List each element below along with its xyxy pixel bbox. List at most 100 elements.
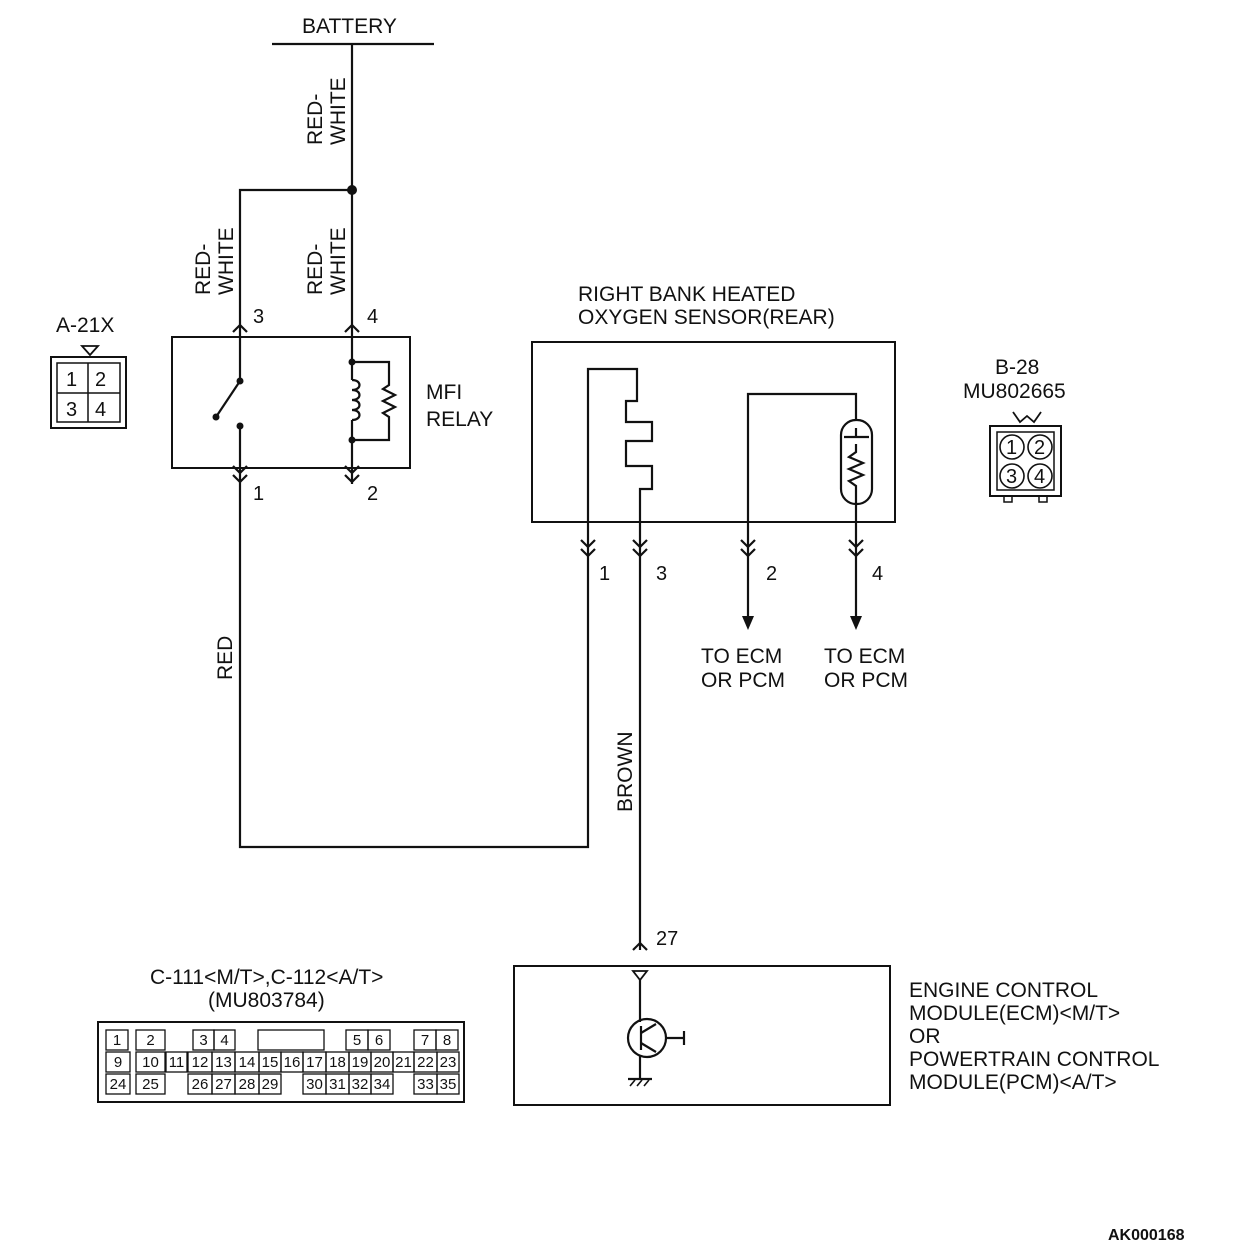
ecm-connector-pin-label: 26 [192, 1076, 209, 1093]
sensor-pin4-destination-2: OR PCM [824, 669, 908, 692]
ecm-connector-pin-label: 31 [329, 1076, 346, 1093]
ecm-title-line-4: POWERTRAIN CONTROL [909, 1048, 1159, 1071]
ecm-connector-cell [165, 1051, 188, 1073]
relay-resistor-icon [352, 360, 398, 442]
red-wire [238, 468, 590, 849]
battery-label: BATTERY [302, 15, 397, 38]
ecm-connector-pin-label: 28 [239, 1076, 256, 1093]
ecm-connector-pin-label: 8 [443, 1032, 451, 1049]
ecm-connector-pin-label: 27 [215, 1076, 232, 1093]
ecm-connector-pin-label: 18 [329, 1054, 346, 1071]
sensor-connector-pin-3: 3 [1006, 466, 1017, 488]
relay3-wire-color-1: RED- [192, 244, 215, 295]
ecm-connector-cell [436, 1073, 460, 1095]
sensor-connector-label-1: B-28 [995, 356, 1039, 379]
ecm-connector-pin-label: 15 [262, 1054, 279, 1071]
sensor-connector-pin-1: 1 [1006, 437, 1017, 459]
relay-switch-contact [215, 380, 241, 418]
ecm-title-line-1: ENGINE CONTROL [909, 979, 1098, 1002]
ecm-connector-cell [370, 1073, 394, 1095]
sensor-title-line-1: RIGHT BANK HEATED [578, 283, 795, 306]
ecm-connector-pin-label: 29 [262, 1076, 279, 1093]
ecm-connector-pin-label: 1 [113, 1032, 121, 1049]
relay4-wire-color-1: RED- [304, 244, 327, 295]
ecm-connector-pin-label: 13 [215, 1054, 232, 1071]
ecm-connector-cell [436, 1051, 460, 1073]
ecm-connector-cell [213, 1029, 236, 1051]
relay-connector-pin-4: 4 [95, 399, 106, 421]
ecm-connector-pin-label: 9 [114, 1054, 122, 1071]
sensor-pin3-label: 3 [656, 563, 667, 585]
sensor-pin2-destination-1: TO ECM [701, 645, 782, 668]
relay-connector-label: A-21X [56, 314, 114, 337]
relay-title-line-1: MFI [426, 381, 462, 404]
ecm-connector-cell [105, 1029, 129, 1051]
ecm-connector-pin-label: 20 [374, 1054, 391, 1071]
ecm-connector-pin-label: 33 [417, 1076, 434, 1093]
ecm-connector-cell [135, 1073, 166, 1095]
main-wire-color-2: WHITE [327, 77, 350, 145]
relay-connector-pin-1: 1 [66, 369, 77, 391]
relay-connector-key-icon [79, 345, 101, 357]
figure-id: AK000168 [1108, 1227, 1185, 1244]
ecm-connector-pin-label: 34 [374, 1076, 391, 1093]
relay-connector-pin-3: 3 [66, 399, 77, 421]
relay-pin2-label: 2 [367, 483, 378, 505]
ecm-connector-pin-label: 7 [421, 1032, 429, 1049]
sensor-pin2-label: 2 [766, 563, 777, 585]
relay3-wire [238, 188, 352, 336]
ecm-connector-label-2: (MU803784) [208, 989, 325, 1012]
red-wire-color: RED [214, 636, 237, 680]
sensor-connector-pin-2: 2 [1034, 437, 1045, 459]
ecm-connector-pin-label: 21 [395, 1054, 412, 1071]
ecm-transistor-icon [626, 1017, 668, 1059]
ecm-title-line-5: MODULE(PCM)<A/T> [909, 1071, 1117, 1094]
relay-pin4-arrow [344, 323, 360, 333]
ecm-box [513, 965, 891, 1106]
sensor-connector-label-2: MU802665 [963, 380, 1066, 403]
relay-pin3-arrow [232, 323, 248, 333]
ecm-connector-cell [367, 1029, 391, 1051]
sensor-title-line-2: OXYGEN SENSOR(REAR) [578, 306, 835, 329]
ecm-connector-pin-label: 12 [192, 1054, 209, 1071]
ecm-pin27-arrow [632, 941, 648, 951]
ecm-connector-pin-label: 11 [169, 1054, 185, 1071]
sensor-heater-icon [586, 367, 654, 522]
ecm-connector-cell [135, 1051, 166, 1073]
ecm-title-line-3: OR [909, 1025, 941, 1048]
relay3-wire-color-2: WHITE [215, 227, 238, 295]
ecm-connector-pin-label: 35 [440, 1076, 457, 1093]
sensor-connector-key-icon [1012, 411, 1042, 424]
ecm-connector-pin-label: 14 [239, 1054, 256, 1071]
ecm-connector-cell [105, 1073, 131, 1095]
ecm-connector-pin-label: 4 [220, 1032, 228, 1049]
ecm-connector-pin-label: 32 [352, 1076, 369, 1093]
ecm-connector-pin-label: 19 [352, 1054, 369, 1071]
brown-wire-color: BROWN [614, 732, 637, 813]
ecm-connector-cell [258, 1073, 282, 1095]
ecm-connector-cell [135, 1029, 166, 1051]
relay-title-line-2: RELAY [426, 408, 493, 431]
ecm-connector-pin-label: 6 [375, 1032, 383, 1049]
ecm-connector-pin-label: 23 [440, 1054, 457, 1071]
relay4-wire-color-2: WHITE [327, 227, 350, 295]
relay-pin4-label: 4 [367, 306, 378, 328]
ecm-connector-blank-cell [257, 1029, 325, 1051]
relay-pin1-label: 1 [253, 483, 264, 505]
ecm-connector-outline [97, 1021, 465, 1103]
ecm-connector-pin-label: 16 [284, 1054, 301, 1071]
ecm-title-line-2: MODULE(ECM)<M/T> [909, 1002, 1120, 1025]
relay-pin3-label: 3 [253, 306, 264, 328]
sensor-pin4-destination-1: TO ECM [824, 645, 905, 668]
oxygen-sensor-box [531, 341, 896, 523]
ecm-connector-label-1: C-111<M/T>,C-112<A/T> [150, 966, 383, 989]
sensor-pin4-label: 4 [872, 563, 883, 585]
ecm-connector-pin-label: 25 [142, 1076, 159, 1093]
ecm-connector-pin-label: 5 [353, 1032, 361, 1049]
ecm-connector-pin-label: 3 [199, 1032, 207, 1049]
ecm-connector-pin-label: 17 [306, 1054, 323, 1071]
ecm-pin27-label: 27 [656, 928, 678, 950]
